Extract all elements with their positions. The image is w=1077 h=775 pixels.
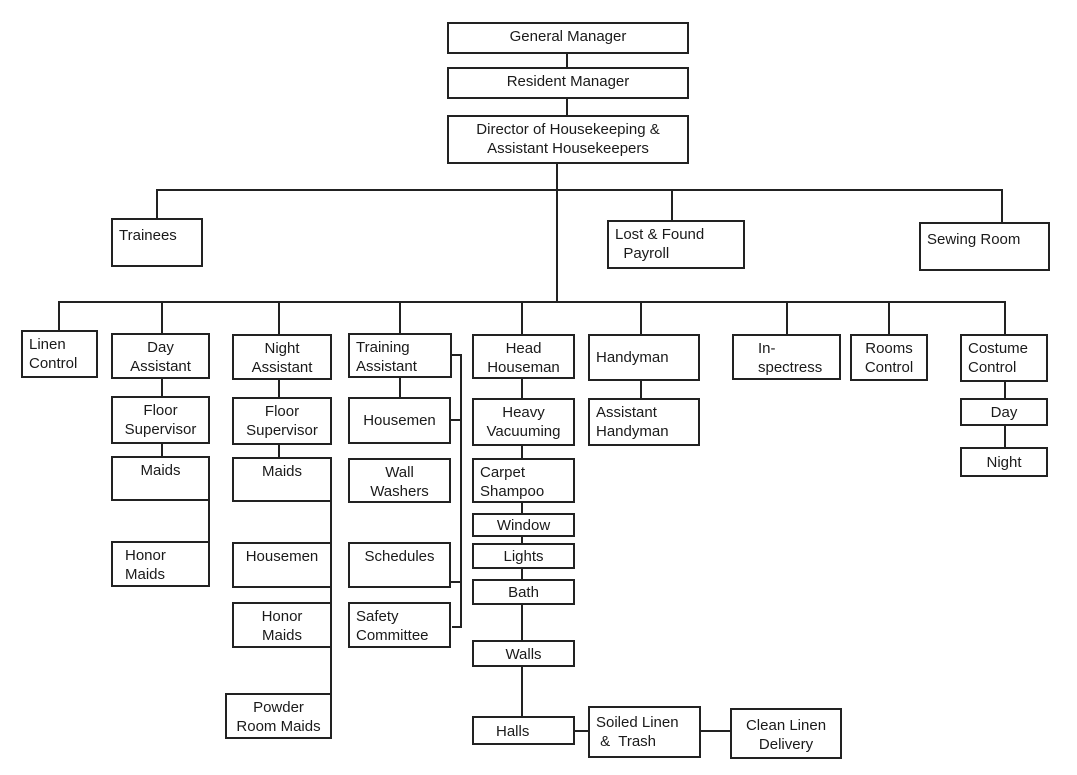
node-day-floor-supervisor: Floor Supervisor — [111, 396, 210, 444]
node-halls: Halls — [472, 716, 575, 745]
node-training-housemen: Housemen — [348, 397, 451, 444]
node-carpet-shampoo: Carpet Shampoo — [472, 458, 575, 503]
node-costume-control: Costume Control — [960, 334, 1048, 382]
connector — [58, 301, 1006, 334]
node-safety-committee: Safety Committee — [348, 602, 451, 648]
node-bath: Bath — [472, 579, 575, 605]
node-heavy-vacuuming: Heavy Vacuuming — [472, 398, 575, 446]
node-general-manager: General Manager — [447, 22, 689, 54]
node-night-floor-supervisor: Floor Supervisor — [232, 397, 332, 445]
node-clean-linen-delivery: Clean Linen Delivery — [730, 708, 842, 759]
node-linen-control: Linen Control — [21, 330, 98, 378]
node-training-assistant: Training Assistant — [348, 333, 452, 378]
node-night-maids: Maids — [232, 457, 332, 502]
node-inspectress: In- spectress — [732, 334, 841, 380]
node-director-housekeeping: Director of Housekeeping & Assistant Hou… — [447, 115, 689, 164]
node-lost-found-payroll: Lost & Found Payroll — [607, 220, 745, 269]
node-costume-night: Night — [960, 447, 1048, 477]
node-day-honor-maids: Honor Maids — [111, 541, 210, 587]
node-day-assistant: Day Assistant — [111, 333, 210, 379]
node-trainees: Trainees — [111, 218, 203, 267]
node-night-honor-maids: Honor Maids — [232, 602, 332, 648]
node-resident-manager: Resident Manager — [447, 67, 689, 99]
node-schedules: Schedules — [348, 542, 451, 588]
node-sewing-room: Sewing Room — [919, 222, 1050, 271]
node-head-houseman: Head Houseman — [472, 334, 575, 379]
node-assistant-handyman: Assistant Handyman — [588, 398, 700, 446]
node-powder-room-maids: Powder Room Maids — [225, 693, 332, 739]
node-lights: Lights — [472, 543, 575, 569]
node-night-assistant: Night Assistant — [232, 334, 332, 380]
node-rooms-control: Rooms Control — [850, 334, 928, 381]
connector — [452, 354, 462, 628]
node-walls: Walls — [472, 640, 575, 667]
node-day-maids: Maids — [111, 456, 210, 501]
node-soiled-linen-trash: Soiled Linen & Trash — [588, 706, 701, 758]
node-handyman: Handyman — [588, 334, 700, 381]
node-night-housemen: Housemen — [232, 542, 332, 588]
node-costume-day: Day — [960, 398, 1048, 426]
node-wall-washers: Wall Washers — [348, 458, 451, 503]
connector — [156, 189, 1003, 222]
node-window: Window — [472, 513, 575, 537]
